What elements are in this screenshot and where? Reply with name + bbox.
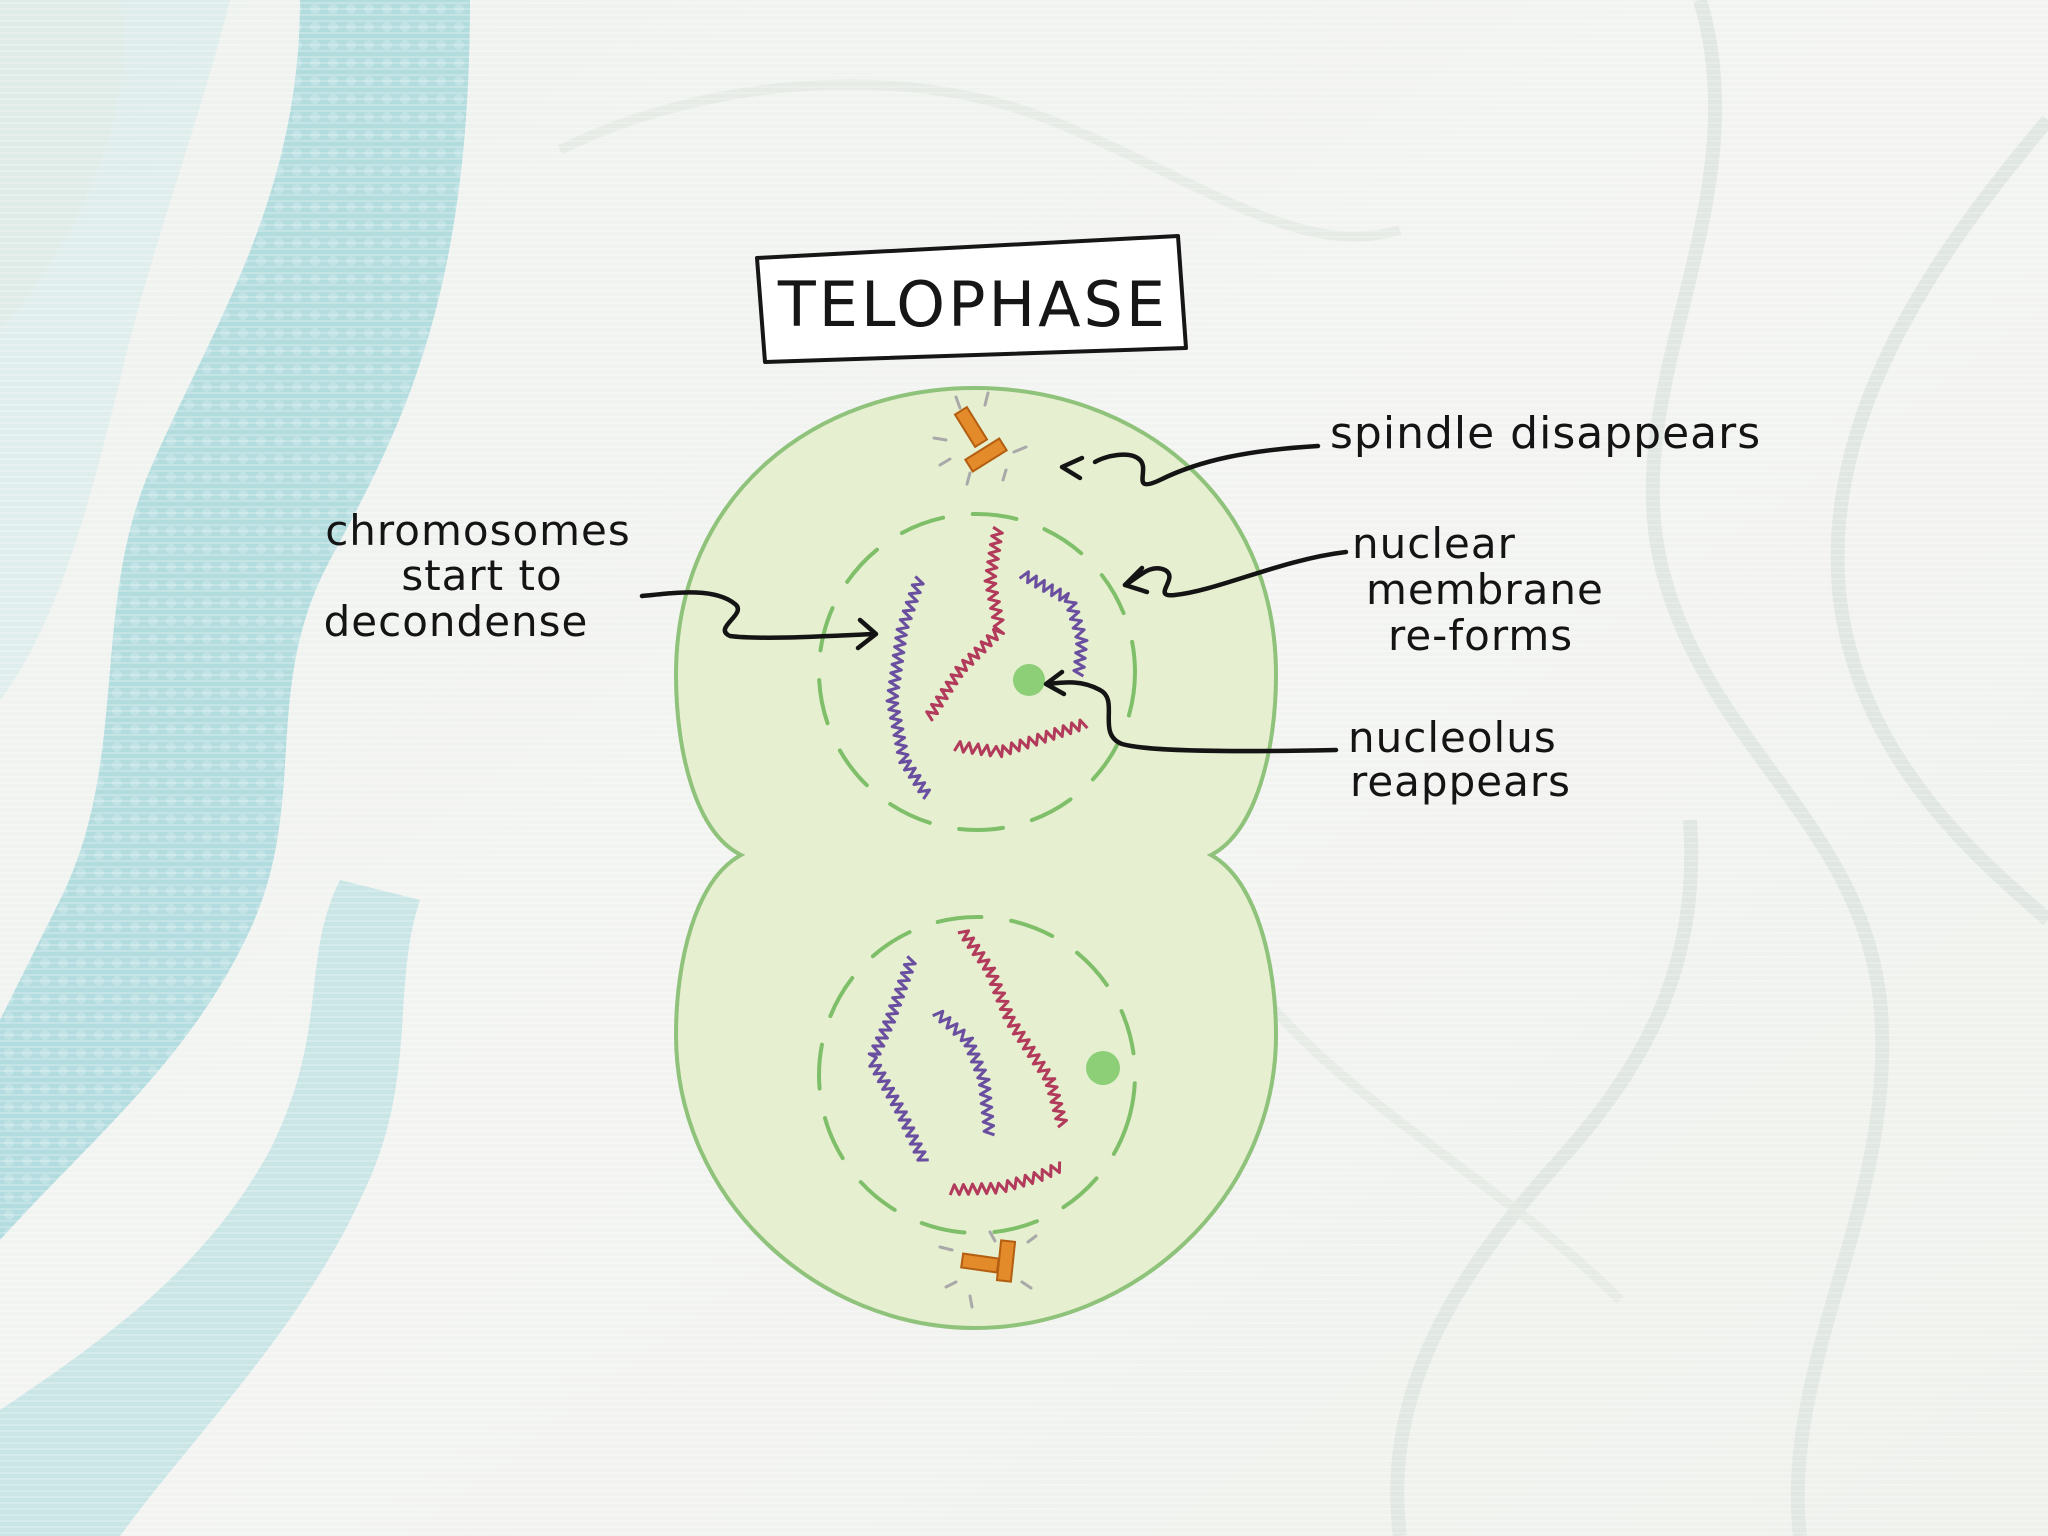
membrane-arrow (1122, 549, 1349, 598)
label-spindle: spindle disappears (1330, 408, 1761, 459)
chromosome-bottom-4 (948, 1161, 1062, 1197)
label-membrane-line-3: re-forms (1388, 611, 1573, 660)
nucleolus-arrow (1045, 680, 1339, 754)
label-chromosomes-line-2: start to (401, 551, 562, 600)
label-chromosomes-line-1: chromosomes (325, 506, 631, 555)
dividing-cell (673, 385, 1279, 1331)
chromosome-top-1 (885, 575, 931, 800)
chromosome-bottom-1 (867, 955, 929, 1162)
nucleolus-bottom (1086, 1051, 1120, 1085)
label-membrane: nuclear membrane re-forms (1352, 519, 1604, 660)
page-title: TELOPHASE (777, 268, 1168, 341)
membrane-arrowhead (1122, 565, 1150, 595)
label-membrane-line-2: membrane (1366, 565, 1604, 614)
label-membrane-line-1: nuclear (1352, 519, 1516, 568)
chromosome-bottom-3 (932, 1009, 996, 1137)
nucleolus-arrowhead (1043, 669, 1067, 697)
label-chromosomes: chromosomes start to decondense (324, 506, 631, 646)
spindle-arrowhead (1059, 455, 1085, 481)
label-nucleolus-line-1: nucleolus (1348, 713, 1557, 762)
centriole-top (932, 391, 1028, 486)
chromosomes-arrow (639, 590, 877, 640)
label-chromosomes-line-3: decondense (324, 597, 589, 646)
title-box: TELOPHASE (755, 234, 1188, 364)
chromosome-bottom-2 (957, 929, 1068, 1129)
cell-membrane (673, 385, 1279, 1331)
spindle-arrow (1092, 443, 1321, 487)
centriole-bottom (938, 1230, 1038, 1309)
chromosome-top-4 (953, 718, 1089, 759)
nuclear-membrane-bottom (817, 915, 1137, 1235)
chromosome-top-2 (925, 525, 1005, 722)
label-nucleolus: nucleolus reappears (1348, 713, 1571, 806)
nucleolus-top (1013, 664, 1045, 696)
chromosomes (867, 525, 1089, 1197)
chromosomes-arrowhead (855, 617, 879, 651)
chromosome-top-3 (1018, 570, 1089, 678)
nuclear-membrane-top (817, 512, 1137, 832)
label-spindle-line-1: spindle disappears (1330, 408, 1761, 459)
label-nucleolus-line-2: reappears (1350, 757, 1571, 806)
annotation-arrows (639, 443, 1349, 754)
